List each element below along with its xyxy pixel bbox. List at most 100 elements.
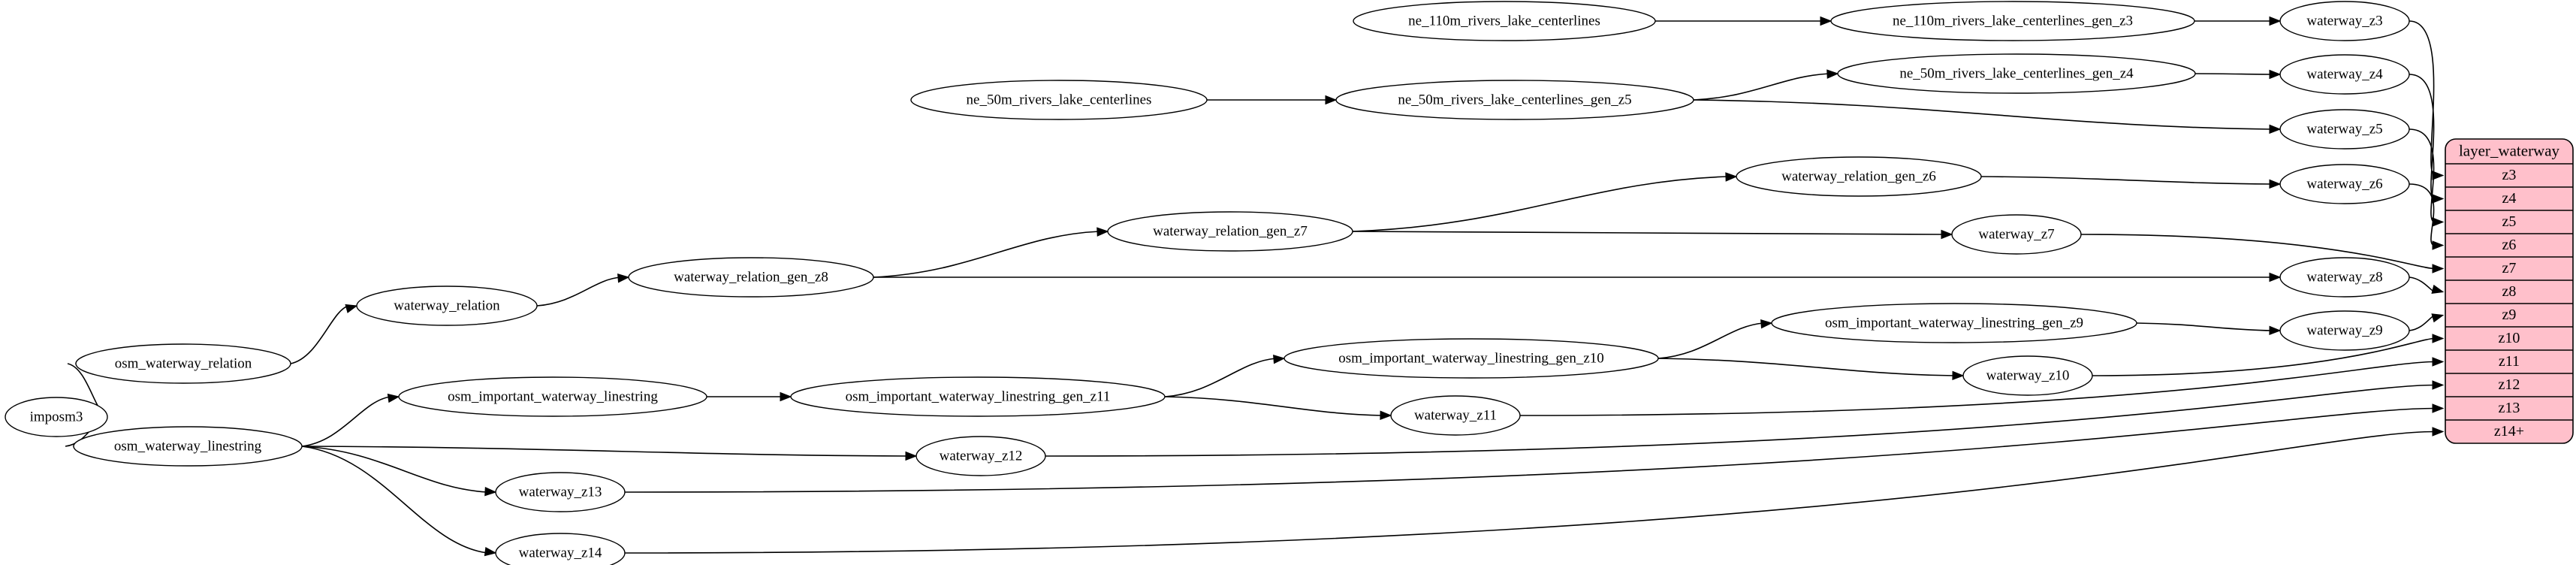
edge-osm_important_waterway_linestring_gen_z11-to-waterway_z11 [1164,396,1383,416]
node-waterway_relation_gen_z6[interactable]: waterway_relation_gen_z6 [1736,156,1982,197]
edge-osm_waterway_linestring-to-waterway_z14 [301,446,488,554]
table-row-z7[interactable]: z7 [2502,260,2517,276]
arrowhead-icon [484,486,497,497]
table-row-z13[interactable]: z13 [2499,400,2520,416]
node-ne_50m_rivers_lake_centerlines[interactable]: ne_50m_rivers_lake_centerlines [910,80,1208,120]
arrowhead-icon [2269,325,2282,336]
edge-waterway_z6-to-layer_waterway-z6 [2409,183,2436,246]
edge-ne_50m_rivers_lake_centerlines_gen_z5-to-ne_50m_rivers_lake_centerlines_gen_z4 [1693,73,1830,101]
node-waterway_z6[interactable]: waterway_z6 [2279,164,2410,204]
node-shape [628,257,874,298]
node-label: waterway_z12 [940,448,1023,464]
table-row-z6[interactable]: z6 [2502,237,2517,253]
arrowhead-icon [2269,272,2282,282]
node-label: waterway_z8 [2306,269,2382,285]
table-row-z4[interactable]: z4 [2502,190,2517,207]
node-label: waterway_relation_gen_z6 [1781,168,1936,184]
edge-waterway_z8-to-layer_waterway-z8 [2409,276,2436,293]
arrowhead-icon [2269,124,2282,134]
node-waterway_z11[interactable]: waterway_z11 [1390,395,1521,436]
arrowhead-icon [2432,240,2445,250]
node-waterway_relation_gen_z7[interactable]: waterway_relation_gen_z7 [1107,211,1353,252]
edge-osm_waterway_linestring-to-waterway_z12 [301,446,909,457]
arrowhead-icon [2432,217,2445,227]
arrowhead-icon [1826,69,1839,79]
arrowhead-icon [345,304,358,313]
arrowhead-icon [1952,370,1965,381]
node-shape [75,343,291,384]
node-imposm3[interactable]: imposm3 [5,397,108,437]
table-row-z9[interactable]: z9 [2502,307,2517,323]
node-osm_important_waterway_linestring[interactable]: osm_important_waterway_linestring [398,376,707,417]
arrowhead-icon [2432,357,2445,367]
node-label: waterway_relation [394,298,500,313]
table-row-z11[interactable]: z11 [2499,353,2520,370]
node-shape [1736,156,1982,197]
table-row-z8[interactable]: z8 [2502,283,2517,300]
node-waterway_z3[interactable]: waterway_z3 [2279,1,2410,41]
node-shape [495,472,626,512]
node-ne_50m_rivers_lake_centerlines_gen_z4[interactable]: ne_50m_rivers_lake_centerlines_gen_z4 [1837,53,2196,94]
node-label: ne_110m_rivers_lake_centerlines_gen_z3 [1893,13,2133,29]
edge-waterway_z7-to-layer_waterway-z7 [2080,234,2436,270]
node-shape [1771,303,2137,343]
node-shape [1283,338,1659,379]
node-waterway_z12[interactable]: waterway_z12 [915,436,1046,476]
node-label: waterway_z10 [1986,367,2070,383]
node-shape [495,533,626,565]
node-waterway_relation_gen_z8[interactable]: waterway_relation_gen_z8 [628,257,874,298]
arrowhead-icon [780,391,792,402]
node-waterway_z7[interactable]: waterway_z7 [1951,214,2082,255]
layer-waterway-table[interactable]: layer_waterwayz3z4z5z6z7z8z9z10z11z12z13… [2445,138,2574,444]
node-shape [2279,257,2410,298]
node-waterway_z10[interactable]: waterway_z10 [1962,355,2093,396]
table-row-z5[interactable]: z5 [2502,213,2517,230]
node-osm_important_waterway_linestring_gen_z11[interactable]: osm_important_waterway_linestring_gen_z1… [790,376,1166,417]
node-osm_important_waterway_linestring_gen_z9[interactable]: osm_important_waterway_linestring_gen_z9 [1771,303,2137,343]
node-label: ne_50m_rivers_lake_centerlines [967,92,1152,107]
edge-waterway_z13-to-layer_waterway-z13 [624,407,2436,493]
table-row-z14plus[interactable]: z14+ [2494,423,2524,440]
node-waterway_z13[interactable]: waterway_z13 [495,472,626,512]
table-row-z10[interactable]: z10 [2499,330,2520,346]
edge-waterway_relation-to-waterway_relation_gen_z8 [536,276,621,307]
node-shape [1830,1,2195,41]
node-waterway_z4[interactable]: waterway_z4 [2279,54,2410,95]
edge-waterway_relation_gen_z7-to-waterway_z7 [1352,231,1944,235]
node-label: waterway_z9 [2306,322,2382,338]
arrowhead-icon [1820,16,1832,26]
edge-waterway_z11-to-layer_waterway-z11 [1519,361,2436,416]
edge-waterway_relation_gen_z7-to-waterway_relation_gen_z6 [1352,176,1729,232]
node-label: waterway_z11 [1414,407,1497,423]
node-label: waterway_z6 [2306,176,2382,192]
node-waterway_relation[interactable]: waterway_relation [356,286,538,326]
node-shape [1335,80,1694,120]
edge-waterway_z10-to-layer_waterway-z10 [2092,337,2436,376]
arrowhead-icon [1941,229,1953,240]
arrowhead-icon [484,546,497,557]
node-waterway_z9[interactable]: waterway_z9 [2279,310,2410,351]
node-shape [790,376,1166,417]
node-ne_110m_rivers_lake_centerlines[interactable]: ne_110m_rivers_lake_centerlines [1353,1,1656,41]
node-waterway_z8[interactable]: waterway_z8 [2279,257,2410,298]
node-waterway_z5[interactable]: waterway_z5 [2279,109,2410,150]
arrowhead-icon [2269,179,2282,189]
node-osm_waterway_relation[interactable]: osm_waterway_relation [75,343,291,384]
table-row-z12[interactable]: z12 [2499,376,2520,393]
node-osm_important_waterway_linestring_gen_z10[interactable]: osm_important_waterway_linestring_gen_z1… [1283,338,1659,379]
node-osm_waterway_linestring[interactable]: osm_waterway_linestring [73,426,303,467]
node-label: osm_important_waterway_linestring_gen_z1… [1338,350,1604,366]
node-ne_110m_rivers_lake_centerlines_gen_z3[interactable]: ne_110m_rivers_lake_centerlines_gen_z3 [1830,1,2195,41]
node-label: osm_important_waterway_linestring_gen_z9 [1825,315,2083,331]
node-label: waterway_relation_gen_z8 [674,269,828,285]
node-waterway_z14[interactable]: waterway_z14 [495,533,626,565]
node-label: osm_waterway_linestring [114,438,262,454]
arrowhead-icon [1325,95,1338,105]
arrowhead-icon [2269,16,2282,26]
node-label: waterway_z5 [2306,121,2382,137]
arrowhead-icon [2432,380,2445,390]
node-ne_50m_rivers_lake_centerlines_gen_z5[interactable]: ne_50m_rivers_lake_centerlines_gen_z5 [1335,80,1694,120]
table-row-z3[interactable]: z3 [2502,167,2517,183]
